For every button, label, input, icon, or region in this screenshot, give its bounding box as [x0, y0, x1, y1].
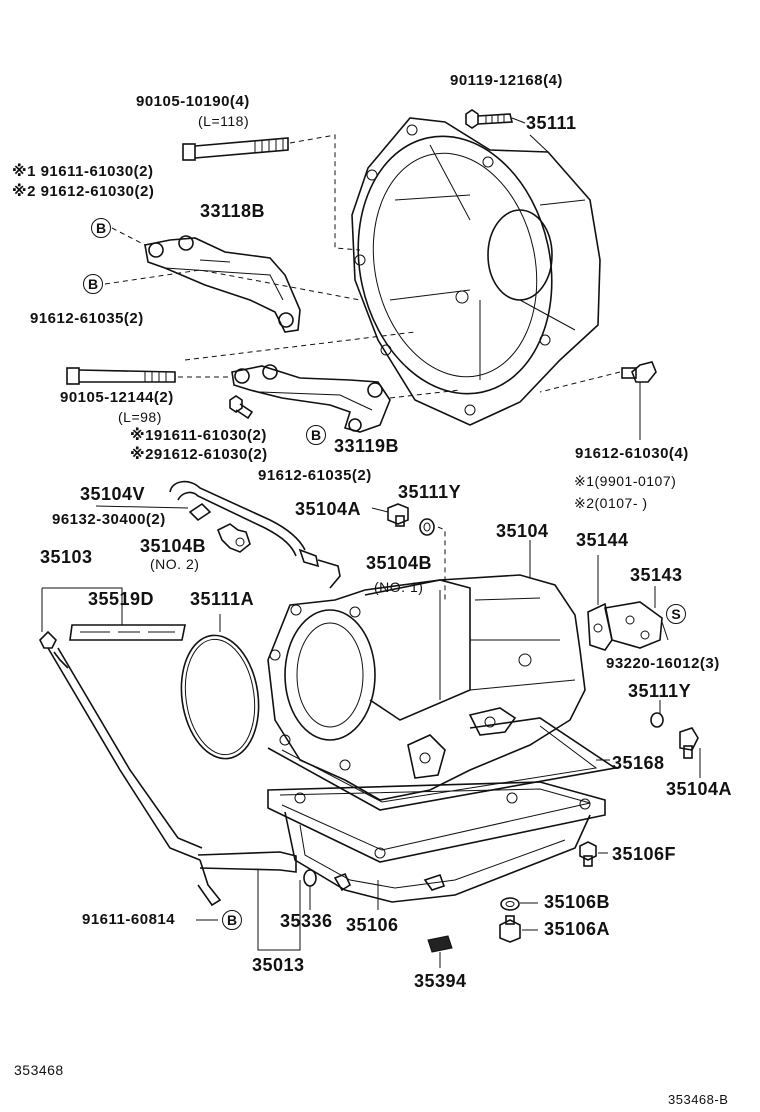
dipstick-35103	[39, 630, 203, 861]
label-33118b: 33118B	[200, 201, 266, 221]
callout-b-1: B	[91, 218, 111, 238]
dashed-91612	[539, 371, 621, 393]
bolt-90119	[465, 109, 526, 129]
label-35111y-top: 35111Y	[398, 482, 462, 502]
gasket-35168	[267, 717, 618, 811]
bracket-33119b	[231, 364, 391, 433]
label-no2: (NO. 2)	[150, 556, 200, 572]
label-date-note2: ※2(0107- )	[574, 495, 648, 511]
label-93220-16012: 93220-16012(3)	[606, 655, 720, 672]
label-35106: 35106	[346, 915, 399, 935]
transmission-housing	[351, 117, 601, 426]
label-35104b-no2: 35104B	[140, 536, 207, 556]
label-35106a: 35106A	[544, 919, 611, 939]
plug-35106a	[499, 915, 521, 943]
leader-b1	[111, 227, 146, 246]
label-plate-35519d	[69, 624, 186, 641]
dashed-center	[184, 331, 416, 361]
label-35394: 35394	[414, 971, 467, 991]
label-96132-30400: 96132-30400(2)	[52, 511, 166, 528]
label-note1-61030-b: ※191611-61030(2)	[130, 427, 267, 444]
bolt-90105-12144	[66, 367, 176, 385]
label-35336: 35336	[280, 911, 333, 931]
label-note2-61030-b: ※291612-61030(2)	[130, 446, 268, 463]
callout-b-2: B	[83, 274, 103, 294]
leader-35103	[41, 587, 123, 632]
bolt-35106f	[579, 841, 597, 867]
diagram-id-left: 353468	[14, 1062, 64, 1078]
leader-35013	[257, 870, 301, 951]
leader-93220	[661, 621, 669, 641]
magnet-35394	[427, 935, 453, 953]
callout-b-3: B	[306, 425, 326, 445]
label-35104a-right: 35104A	[666, 779, 733, 799]
label-35104a-top: 35104A	[295, 499, 362, 519]
label-91612-61035-bot: 91612-61035(2)	[258, 467, 372, 484]
washer-35106b	[500, 897, 520, 911]
gasket-35111y-right	[650, 712, 664, 728]
hose-35104v	[169, 480, 341, 589]
label-35168: 35168	[612, 753, 665, 773]
label-91612-61035-top: 91612-61035(2)	[30, 310, 144, 327]
label-91612-61030-4: 91612-61030(4)	[575, 445, 689, 462]
label-35143: 35143	[630, 565, 683, 585]
label-33119b: 33119B	[334, 436, 400, 456]
dashed-33119	[389, 389, 461, 399]
label-35103: 35103	[40, 547, 93, 567]
bolt-91611-small	[229, 395, 254, 420]
label-35104v: 35104V	[80, 484, 146, 504]
dashed-gasket	[437, 526, 446, 600]
gasket-35111y-top	[419, 518, 435, 536]
dashed-leader-top	[289, 134, 361, 251]
plug-35104a-top	[387, 503, 409, 527]
bolt-90105-10190	[182, 137, 289, 161]
bolt-91612-61030-4	[621, 361, 657, 383]
leader-b2	[104, 269, 361, 301]
label-35106b: 35106B	[544, 892, 611, 912]
label-90105-12144: 90105-12144(2)	[60, 389, 174, 406]
diagram-id-right: 353468-B	[668, 1092, 729, 1107]
leader-35104a	[371, 507, 389, 513]
leader-35111	[529, 134, 549, 153]
label-l98: (L=98)	[118, 409, 162, 425]
label-35144: 35144	[576, 530, 629, 550]
label-90119-12168: 90119-12168(4)	[450, 72, 563, 89]
label-note1-61030: ※1 91611-61030(2)	[12, 163, 154, 180]
callout-s: S	[666, 604, 686, 624]
oring-35111a	[180, 634, 260, 760]
label-35106f: 35106F	[612, 844, 677, 864]
oring-35336	[303, 869, 317, 887]
label-35013: 35013	[252, 955, 305, 975]
plug-35104a-right	[679, 727, 699, 759]
label-90105-10190: 90105-10190(4)	[136, 93, 250, 110]
callout-b-4: B	[222, 910, 242, 930]
plate-35144	[587, 602, 613, 651]
label-35111y-right: 35111Y	[628, 681, 692, 701]
label-35104b-no1: 35104B	[366, 553, 433, 573]
tube-35013	[197, 851, 297, 907]
transmission-case-35104	[267, 574, 586, 801]
oil-pan-35106	[267, 781, 606, 903]
label-note2-61030: ※2 91612-61030(2)	[12, 183, 155, 200]
label-91611-60814: 91611-60814	[82, 911, 176, 928]
plate-35143	[604, 601, 663, 649]
label-no1: (NO. 1)	[374, 579, 424, 595]
label-35104: 35104	[496, 521, 549, 541]
label-35111: 35111	[526, 113, 577, 133]
label-date-note1: ※1(9901-0107)	[574, 473, 677, 489]
leader-35104v	[95, 505, 189, 509]
label-35111a: 35111A	[190, 589, 255, 609]
label-35519d: 35519D	[88, 589, 155, 609]
label-l118: (L=118)	[198, 113, 250, 129]
fitting-35104b-no2	[216, 523, 251, 553]
